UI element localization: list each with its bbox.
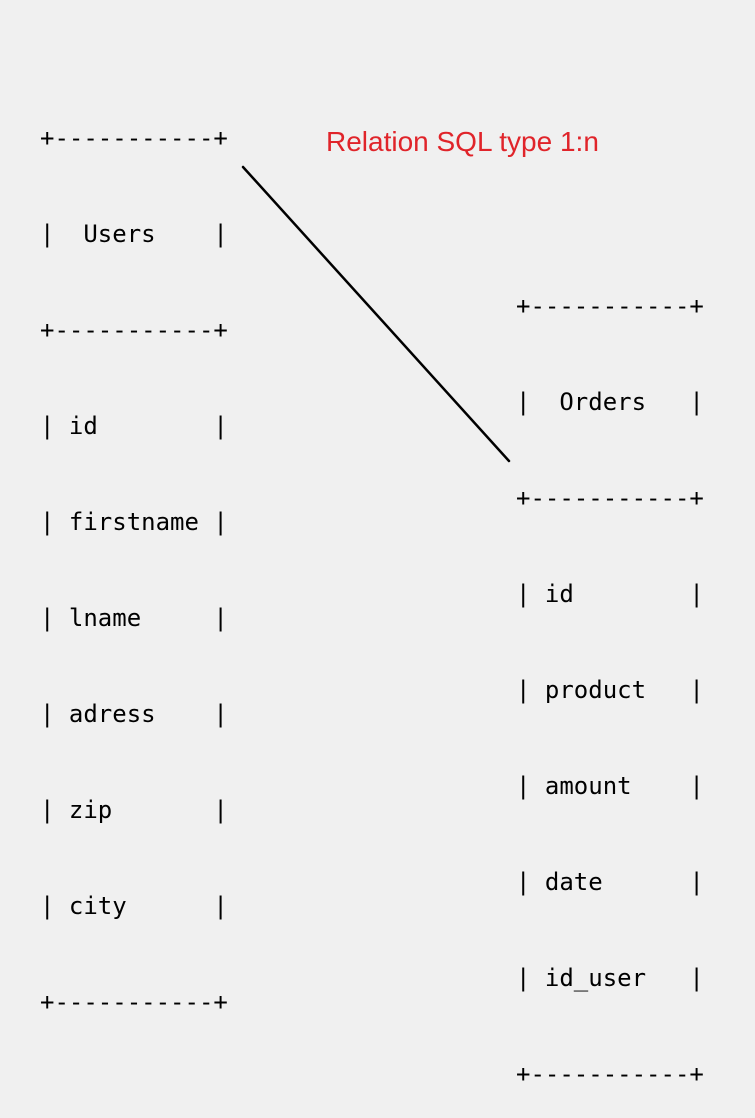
users-field-adress: | adress | (40, 700, 228, 728)
orders-table-border-top: +-----------+ (516, 292, 704, 320)
orders-field-id-user: | id_user | (516, 964, 704, 992)
orders-table-header: | Orders | (516, 388, 704, 416)
orders-table-border-bottom: +-----------+ (516, 1060, 704, 1088)
users-table: +-----------+ | Users | +-----------+ | … (40, 58, 228, 1050)
orders-field-date: | date | (516, 868, 704, 896)
orders-field-amount: | amount | (516, 772, 704, 800)
orders-field-id: | id | (516, 580, 704, 608)
users-table-border-bottom: +-----------+ (40, 988, 228, 1016)
users-table-border-mid: +-----------+ (40, 316, 228, 344)
users-field-firstname: | firstname | (40, 508, 228, 536)
relation-line (241, 165, 511, 463)
relation-caption: Relation SQL type 1:n (326, 126, 599, 157)
users-field-lname: | lname | (40, 604, 228, 632)
users-field-zip: | zip | (40, 796, 228, 824)
users-table-border-top: +-----------+ (40, 124, 228, 152)
orders-table: +-----------+ | Orders | +-----------+ |… (516, 226, 704, 1118)
orders-field-product: | product | (516, 676, 704, 704)
users-table-header: | Users | (40, 220, 228, 248)
users-field-city: | city | (40, 892, 228, 920)
orders-table-border-mid: +-----------+ (516, 484, 704, 512)
users-field-id: | id | (40, 412, 228, 440)
relation-diagram (241, 165, 511, 463)
